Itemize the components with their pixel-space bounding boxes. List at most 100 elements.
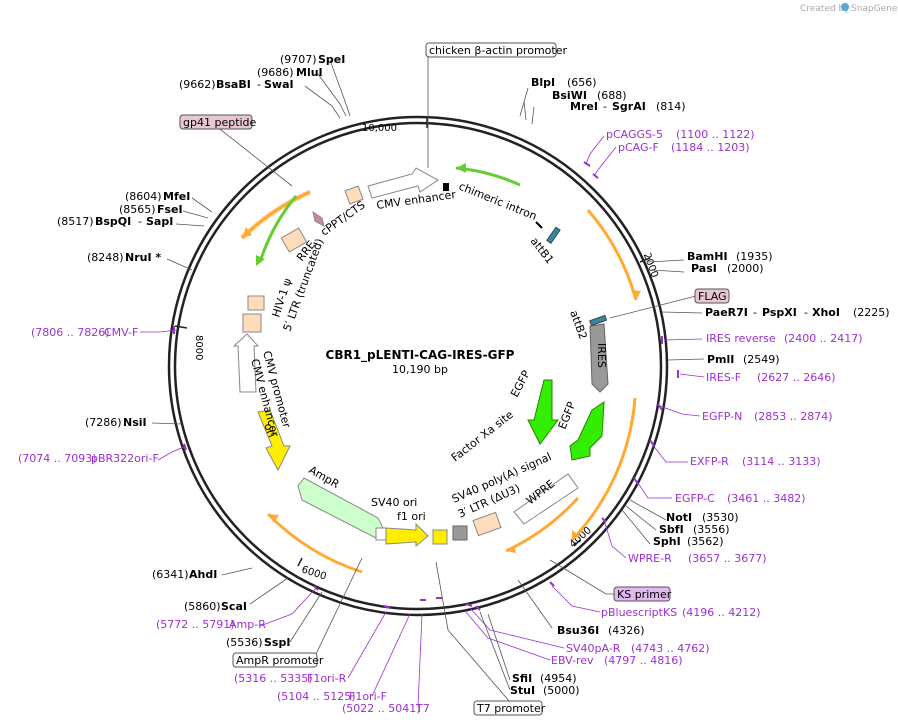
primer-pos: (4196 .. 4212) (682, 606, 761, 619)
rre-box (280, 227, 308, 253)
enzyme-name: SwaI (264, 78, 294, 91)
enzyme-pos: (5000) (543, 684, 580, 697)
primer-name: pCAG-F (618, 141, 659, 154)
enzyme-name: ScaI (221, 600, 247, 613)
primer-name: CMV-F (104, 326, 138, 339)
enzyme-name: SpeI (318, 53, 345, 66)
enzyme-pos: (8517) (57, 215, 94, 228)
enzyme-name: SfiI (512, 672, 532, 685)
enzyme-pos: (656) (567, 76, 597, 89)
intron-marker (535, 221, 543, 229)
enzyme-sep: - (138, 215, 142, 228)
enzyme-pos: (8248) (87, 251, 124, 264)
enzyme-pos: (3556) (693, 523, 730, 536)
ori-label: ori (261, 421, 278, 439)
enzyme-pos: (9686) (257, 66, 294, 79)
backbone-inner (173, 121, 663, 611)
hiv-psi-box (247, 295, 265, 311)
enzyme-leaders (151, 59, 705, 691)
enzyme-name: SbfI (659, 523, 684, 536)
primer-name: EGFP-C (675, 492, 715, 505)
enzyme-name: MluI (296, 66, 323, 79)
cmv-enhancer-top-feature (367, 167, 439, 199)
enzyme-pos: (8604) (125, 190, 162, 203)
enzyme-name: PmlI (707, 353, 734, 366)
primer-name: WPRE-R (628, 552, 672, 565)
primer-pos: (5772 .. 5791) (156, 618, 235, 631)
credit-text: Created by (800, 4, 850, 14)
primer-name: IRES-F (706, 371, 741, 384)
egfp-inner-feature (527, 379, 559, 445)
primer-name: EXFP-R (690, 455, 729, 468)
gp41-marker (312, 210, 325, 227)
sv40-ori-box (432, 529, 448, 545)
enzyme-pos: (8565) (119, 203, 156, 216)
f1-ori-feature (385, 522, 429, 548)
enzyme-name: StuI (510, 684, 535, 697)
egfp-label: EGFP (556, 400, 579, 432)
enzyme-pos: (2549) (743, 353, 780, 366)
enzyme-name: Bsu36I (557, 624, 599, 637)
enzyme-sep: - (804, 306, 808, 319)
primer-name: pCAGGS-5 (606, 128, 663, 141)
primer-pos: (7806 .. 7826) (31, 326, 110, 339)
ltr5-box (242, 313, 262, 333)
enzyme-pos: (4326) (608, 624, 645, 637)
enzyme-pos: (9707) (280, 53, 317, 66)
t7-promoter-tag: T7 promoter (473, 700, 546, 716)
enzyme-name: BsiWI (552, 89, 587, 102)
ltr3-box (472, 511, 502, 537)
enzyme-name: NsiI (123, 416, 147, 429)
svg-text:T7 promoter: T7 promoter (476, 702, 546, 715)
flag-tag: FLAG (694, 288, 730, 304)
enzyme-pos: (7286) (85, 416, 122, 429)
primer-pos: (3657 .. 3677) (688, 552, 767, 565)
enzyme-name: NotI (666, 511, 692, 524)
primer-name: F1ori-F (349, 690, 387, 703)
chimeric-intron-arrowhead (456, 163, 466, 173)
enzyme-name: SgrAI (612, 100, 646, 113)
enzyme-pos: (5860) (184, 600, 221, 613)
primer-pos: (3114 .. 3133) (742, 455, 821, 468)
svg-text:KS primer: KS primer (617, 588, 672, 601)
ampr-promoter-tag: AmpR promoter (232, 652, 324, 668)
cppt-box (344, 185, 364, 205)
egfp-inner-label: EGFP (508, 368, 533, 400)
plasmid-size: 10,190 bp (392, 363, 448, 376)
feature-leaders (215, 56, 701, 703)
primer-name: EGFP-N (702, 410, 742, 423)
enzyme-name: BlpI (531, 76, 555, 89)
chimeric-intron-label: chimeric intron (457, 180, 539, 223)
enzyme-name: FseI (157, 203, 183, 216)
f1-ori-label: f1 ori (397, 510, 426, 523)
primer-name: F1ori-R (307, 672, 347, 685)
enzyme-name: MfeI (163, 190, 190, 203)
enzyme-name: PspXI (762, 306, 797, 319)
chicken-actin-promoter-tag: chicken β-actin promoter (425, 42, 567, 58)
sv40-polya-box (452, 525, 468, 541)
enzyme-name: AhdI (189, 568, 217, 581)
enzyme-name: BamHI (687, 250, 728, 263)
cmv-left-feature (232, 333, 260, 393)
primer-name: T7 (415, 702, 430, 715)
enzyme-name: SapI (146, 215, 173, 228)
gp41-peptide-tag: gp41 peptide (179, 114, 257, 130)
enzyme-pos: (9662) (179, 78, 216, 91)
svg-text:FLAG: FLAG (698, 290, 727, 303)
primer-pos: (7074 .. 7093) (18, 452, 97, 465)
enzyme-name: SphI (653, 535, 681, 548)
primer-name: Amp-R (229, 618, 266, 631)
enzyme-pos: (4954) (540, 672, 577, 685)
rre-arrow (258, 195, 298, 263)
enzyme-name: SspI (264, 636, 290, 649)
tick-label-8000: 8000 (193, 335, 204, 360)
enzyme-pos: (2000) (727, 262, 764, 275)
enzyme-sep: - (257, 78, 261, 91)
primer-pos: (4743 .. 4762) (631, 642, 710, 655)
sv40-ori-label: SV40 ori (371, 496, 417, 509)
enzyme-pos: (5536) (226, 636, 263, 649)
enzyme-pos: (2225) (853, 306, 890, 319)
enzyme-name: BsaBI (216, 78, 251, 91)
primer-pos: (5022 .. 5041) (342, 702, 421, 715)
